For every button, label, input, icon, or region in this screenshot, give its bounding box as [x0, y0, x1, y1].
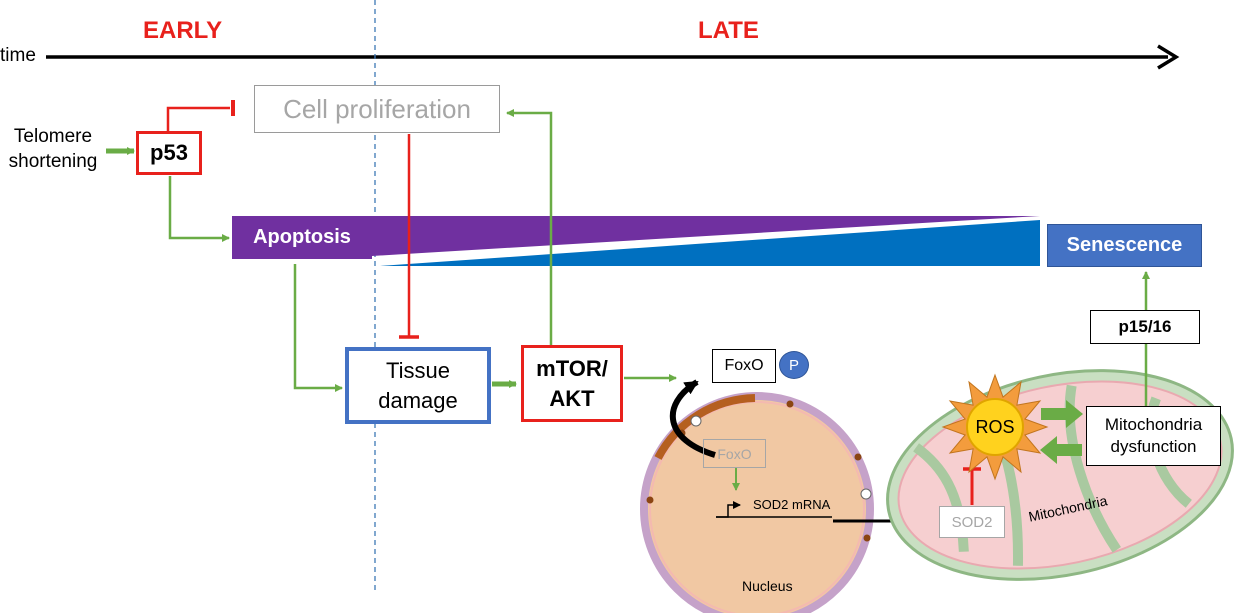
arrow-dysfunction-ros — [1040, 436, 1082, 464]
arrow-ros-dysfunction — [1041, 400, 1083, 428]
mitochondria-dysfunction-node: Mitochondria dysfunction — [1086, 406, 1221, 466]
sod2-node: SOD2 — [939, 506, 1005, 538]
ros-label: ROS — [975, 417, 1015, 437]
nucleus-label: Nucleus — [742, 578, 793, 594]
cell-proliferation-node: Cell proliferation — [254, 85, 500, 133]
apoptosis-wedge — [372, 216, 1040, 256]
inhibit-p53-proliferation — [166, 106, 230, 131]
arrow-foxo-export — [669, 379, 716, 458]
p53-node: p53 — [136, 131, 202, 175]
foxo-phospho-node: FoxO — [712, 349, 776, 383]
arrow-p53-apoptosis — [168, 176, 230, 242]
mtor-akt-node: mTOR/ AKT — [521, 345, 623, 422]
apoptosis-node: Apoptosis — [232, 216, 372, 259]
sod2-mrna-label: SOD2 mRNA — [753, 497, 831, 512]
early-label: EARLY — [143, 17, 223, 44]
senescence-wedge — [380, 220, 1040, 266]
senescence-node: Senescence — [1047, 224, 1202, 267]
arrow-mtor-proliferation — [506, 109, 553, 345]
time-label: time — [0, 45, 36, 66]
phosphate-badge: P — [779, 351, 809, 379]
arrow-apoptosis-tissue — [293, 264, 343, 392]
foxo-nuclear-node: FoxO — [703, 439, 766, 468]
mitochondrion-shape — [886, 369, 1234, 581]
ros-sun — [941, 373, 1049, 481]
time-axis-arrowhead — [1157, 44, 1180, 70]
p15-16-node: p15/16 — [1090, 310, 1200, 344]
telomere-shortening-label: Telomere shortening — [8, 126, 98, 172]
late-label: LATE — [698, 17, 759, 44]
tissue-damage-node: Tissue damage — [345, 347, 491, 424]
